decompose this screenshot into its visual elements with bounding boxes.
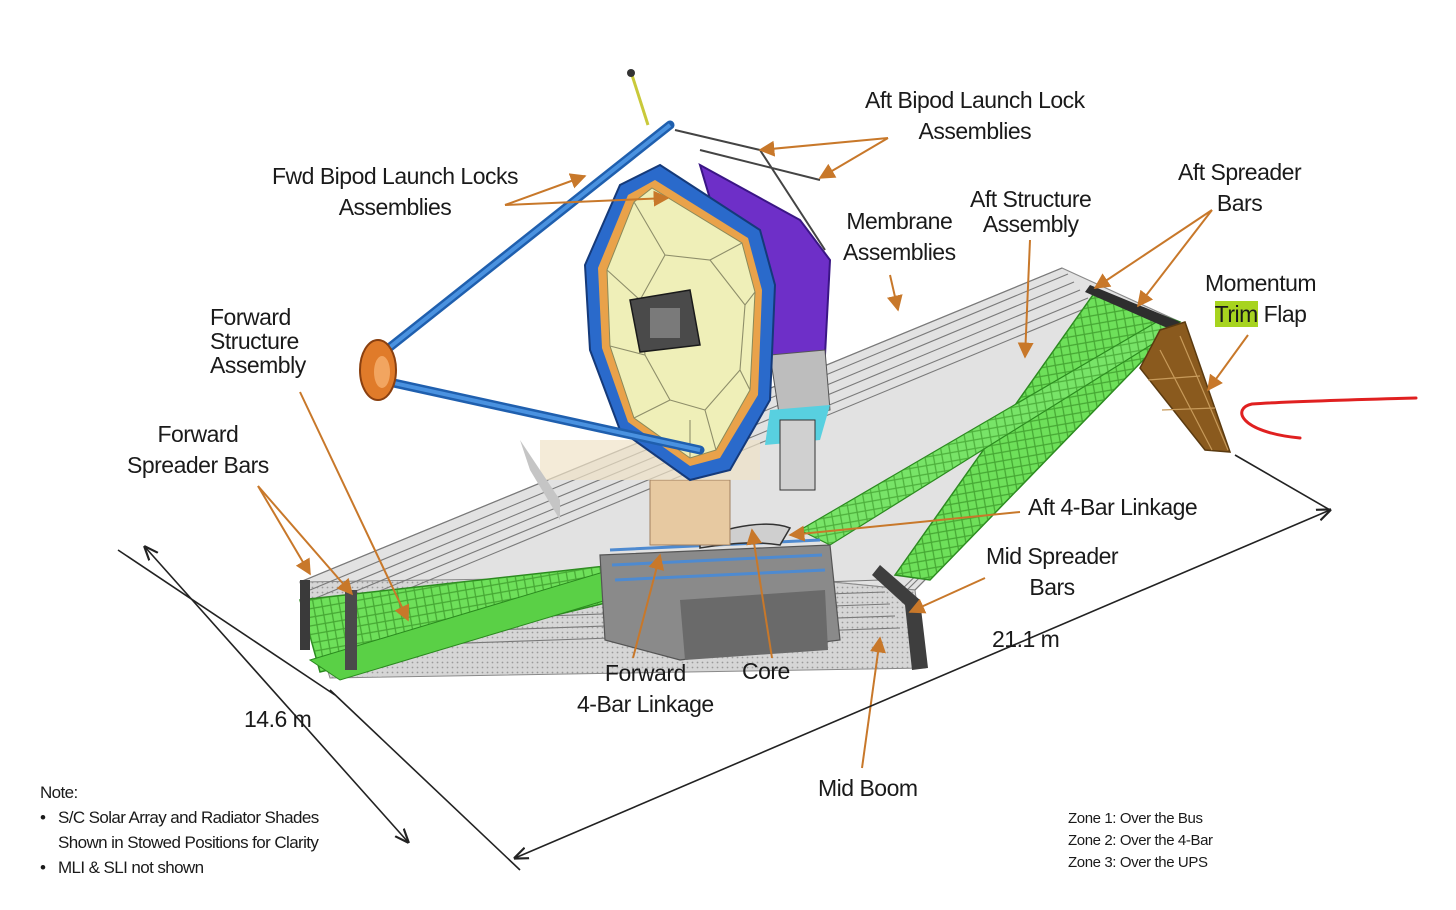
zone-item: Zone 3: Over the UPS	[1068, 854, 1208, 871]
highlighted-word: Trim	[1214, 301, 1258, 327]
label-momentum-trim-flap: Momentum Trim Flap	[1205, 270, 1317, 327]
dimension-length-label: 21.1 m	[992, 626, 1060, 652]
zone-item: Zone 1: Over the Bus	[1068, 810, 1203, 827]
note-item: S/C Solar Array and Radiator Shades	[40, 805, 319, 830]
primary-mirror	[583, 163, 777, 482]
secondary-mirror	[359, 339, 397, 401]
dimension-width-label: 14.6 m	[244, 706, 312, 732]
zone-item: Zone 2: Over the 4-Bar	[1068, 832, 1213, 849]
red-annotation-mark	[1240, 396, 1418, 440]
zones-legend: Zone 1: Over the Bus Zone 2: Over the 4-…	[1068, 808, 1213, 874]
label-mid-boom: Mid Boom	[818, 775, 918, 801]
note-item-continuation: Shown in Stowed Positions for Clarity	[58, 833, 319, 852]
label-aft-4-bar-linkage: Aft 4-Bar Linkage	[1028, 494, 1198, 520]
dimension-lines	[117, 454, 1330, 871]
note-block: Note: S/C Solar Array and Radiator Shade…	[40, 780, 319, 880]
note-item: MLI & SLI not shown	[40, 855, 319, 880]
note-heading: Note:	[40, 783, 78, 802]
secondary-mirror-struts	[359, 69, 826, 455]
mid-boom-structures	[299, 291, 1182, 681]
momentum-trim-flap	[1139, 321, 1232, 453]
label-core: Core	[742, 658, 790, 684]
